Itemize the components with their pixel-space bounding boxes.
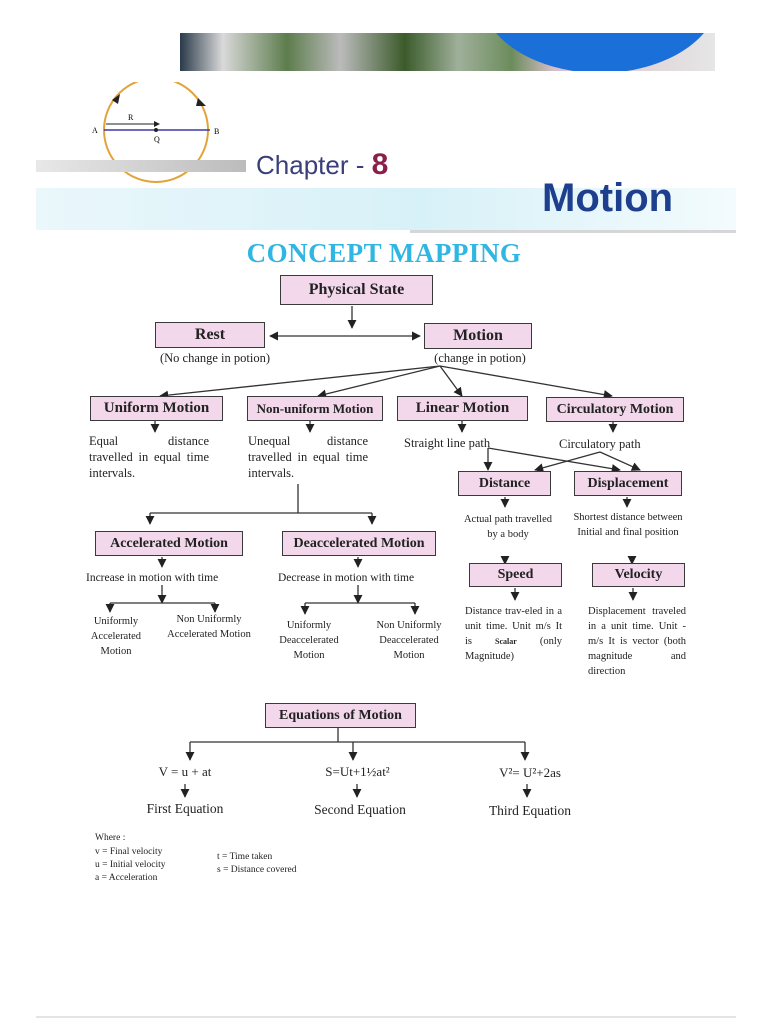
label-q: Q [154, 135, 160, 144]
speed-scalar: Scalar [495, 637, 517, 646]
deaccelerated-motion-desc: Decrease in motion with time [278, 572, 415, 584]
rest-note: (No change in potion) [159, 351, 271, 365]
linear-motion-desc: Straight line path [404, 436, 491, 450]
circular-motion-icon: A B R Q [92, 82, 219, 183]
third-equation-name: Third Equation [488, 803, 572, 818]
chapter-label: Chapter - [256, 150, 372, 180]
second-equation-formula: S=Ut+1½at² [325, 764, 390, 779]
header-banner [180, 33, 715, 71]
legend-left: v = Final velocity u = Initial velocity … [95, 846, 166, 885]
distance-node: Distance [458, 471, 551, 496]
non-uniform-motion-desc: Unequal distance travelled in equal time… [248, 434, 368, 480]
displacement-desc: Shortest distance between Initial and fi… [573, 512, 683, 538]
circulatory-motion-node: Circulatory Motion [546, 397, 684, 422]
legend-item: u = Initial velocity [95, 860, 166, 870]
equations-of-motion-node: Equations of Motion [265, 703, 416, 728]
chapter-title: Motion [542, 176, 674, 220]
displacement-node: Displacement [574, 471, 682, 496]
non-uniformly-accelerated-leaf: Non Uniformly Accelerated Motion [167, 614, 251, 640]
legend-item: t = Time taken [217, 852, 273, 862]
uniformly-accelerated-leaf: Uniformly Accelerated Motion [90, 616, 142, 657]
speed-node: Speed [469, 563, 562, 587]
accelerated-motion-node: Accelerated Motion [95, 531, 243, 556]
non-uniform-motion-node: Non-uniform Motion [247, 396, 383, 421]
chapter-heading: Chapter - 8 [256, 148, 388, 182]
physical-state-node: Physical State [280, 275, 433, 305]
legend-item: a = Acceleration [95, 873, 158, 883]
legend-item: s = Distance covered [217, 865, 297, 875]
concept-mapping-title: CONCEPT MAPPING [246, 238, 522, 268]
uniform-motion-node: Uniform Motion [90, 396, 223, 421]
chapter-number: 8 [371, 148, 389, 181]
deaccelerated-motion-node: Deaccelerated Motion [282, 531, 436, 556]
legend-where: Where : [95, 833, 126, 843]
uniform-motion-desc: Equal distance travelled in equal time i… [89, 434, 209, 480]
label-b: B [214, 127, 219, 136]
legend-item: v = Final velocity [95, 847, 163, 857]
first-equation-formula: V = u + at [158, 764, 212, 779]
uniformly-deaccelerated-leaf: Uniformly Deaccelerated Motion [279, 620, 339, 661]
rest-node: Rest [155, 322, 265, 348]
motion-node: Motion [424, 323, 532, 349]
motion-note: (change in potion) [434, 351, 526, 365]
footer-rule [36, 1016, 736, 1018]
circulatory-motion-desc: Circulatory path [559, 437, 641, 451]
third-equation-formula: V²= U²+2as [499, 765, 561, 780]
first-equation-name: First Equation [146, 801, 224, 816]
speed-desc: Distance trav-eled in a unit time. Unit … [465, 604, 562, 664]
speed-desc-part1: Distance trav-eled in a unit time. Unit … [465, 606, 562, 647]
speed-desc-part2: (only Magnitude) [465, 636, 562, 662]
title-rule [410, 230, 736, 233]
label-r: R [128, 113, 134, 122]
legend-right: t = Time taken s = Distance covered [217, 851, 296, 877]
chapter-strip [36, 160, 246, 172]
distance-desc: Actual path travelled by a body [463, 514, 553, 540]
velocity-node: Velocity [592, 563, 685, 587]
second-equation-name: Second Equation [314, 802, 406, 817]
accelerated-motion-desc: Increase in motion with time [86, 572, 219, 584]
title-band [36, 188, 736, 230]
velocity-desc: Displacement traveled in a unit time. Un… [588, 606, 686, 677]
label-a: A [92, 126, 98, 135]
linear-motion-node: Linear Motion [397, 396, 528, 421]
non-uniformly-deaccelerated-leaf: Non Uniformly Deaccelerated Motion [376, 620, 442, 661]
